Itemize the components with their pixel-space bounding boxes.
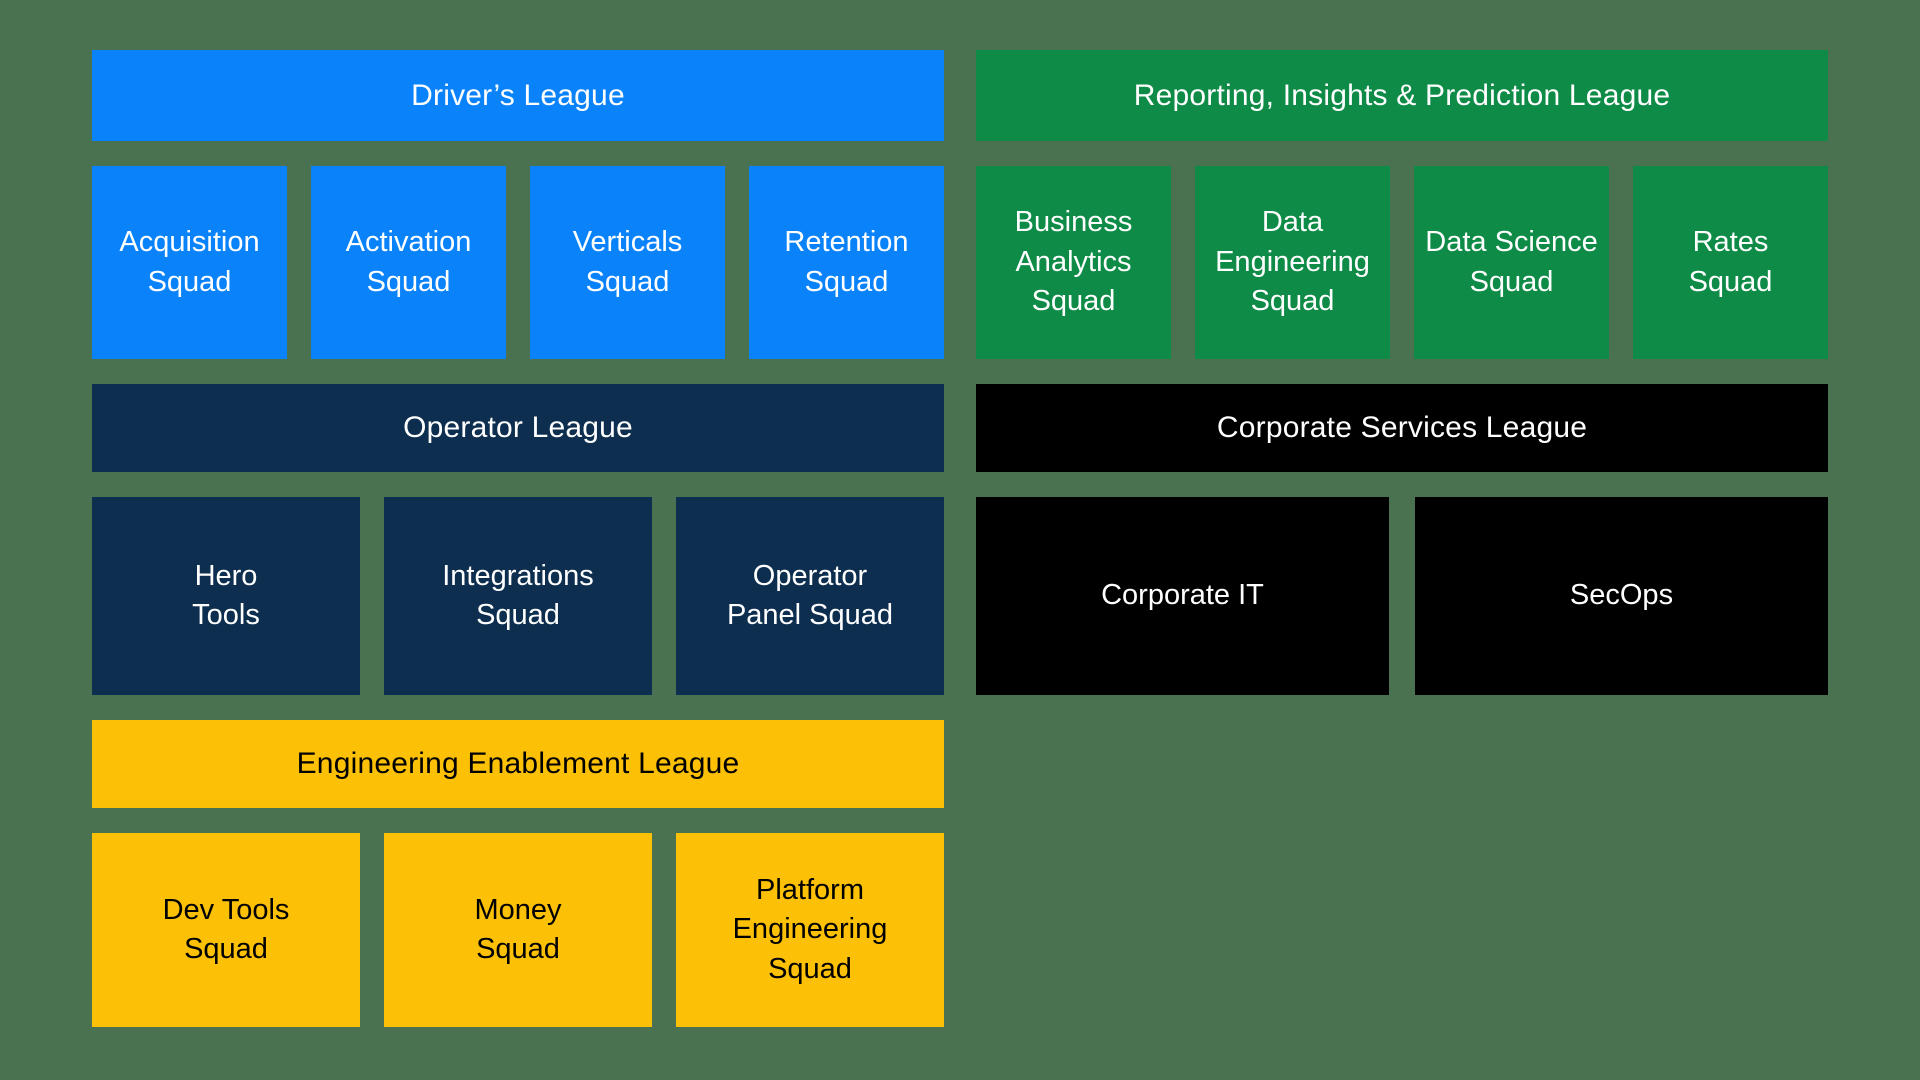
squad-corporate-it: Corporate IT (976, 497, 1389, 695)
enablement-squad-row: Dev Tools Squad Money Squad Platform Eng… (92, 833, 944, 1027)
league-header-drivers: Driver’s League (92, 50, 944, 141)
squad-integrations: Integrations Squad (384, 497, 652, 695)
squad-dev-tools: Dev Tools Squad (92, 833, 360, 1027)
squad-operator-panel: Operator Panel Squad (676, 497, 944, 695)
league-header-reporting-insights-prediction: Reporting, Insights & Prediction League (976, 50, 1828, 141)
operator-squad-row: Hero Tools Integrations Squad Operator P… (92, 497, 944, 695)
squad-acquisition: Acquisition Squad (92, 166, 287, 359)
squad-data-science: Data Science Squad (1414, 166, 1609, 359)
league-header-corporate-services: Corporate Services League (976, 384, 1828, 472)
squad-activation: Activation Squad (311, 166, 506, 359)
squad-money: Money Squad (384, 833, 652, 1027)
squad-platform-engineering: Platform Engineering Squad (676, 833, 944, 1027)
corporate-squad-row: Corporate IT SecOps (976, 497, 1828, 695)
reporting-squad-row: Business Analytics Squad Data Engineerin… (976, 166, 1828, 359)
league-header-operator: Operator League (92, 384, 944, 472)
league-header-engineering-enablement: Engineering Enablement League (92, 720, 944, 808)
squad-verticals: Verticals Squad (530, 166, 725, 359)
squad-hero-tools: Hero Tools (92, 497, 360, 695)
squad-data-engineering: Data Engineering Squad (1195, 166, 1390, 359)
squad-business-analytics: Business Analytics Squad (976, 166, 1171, 359)
drivers-squad-row: Acquisition Squad Activation Squad Verti… (92, 166, 944, 359)
squad-secops: SecOps (1415, 497, 1828, 695)
squad-rates: Rates Squad (1633, 166, 1828, 359)
squad-retention: Retention Squad (749, 166, 944, 359)
